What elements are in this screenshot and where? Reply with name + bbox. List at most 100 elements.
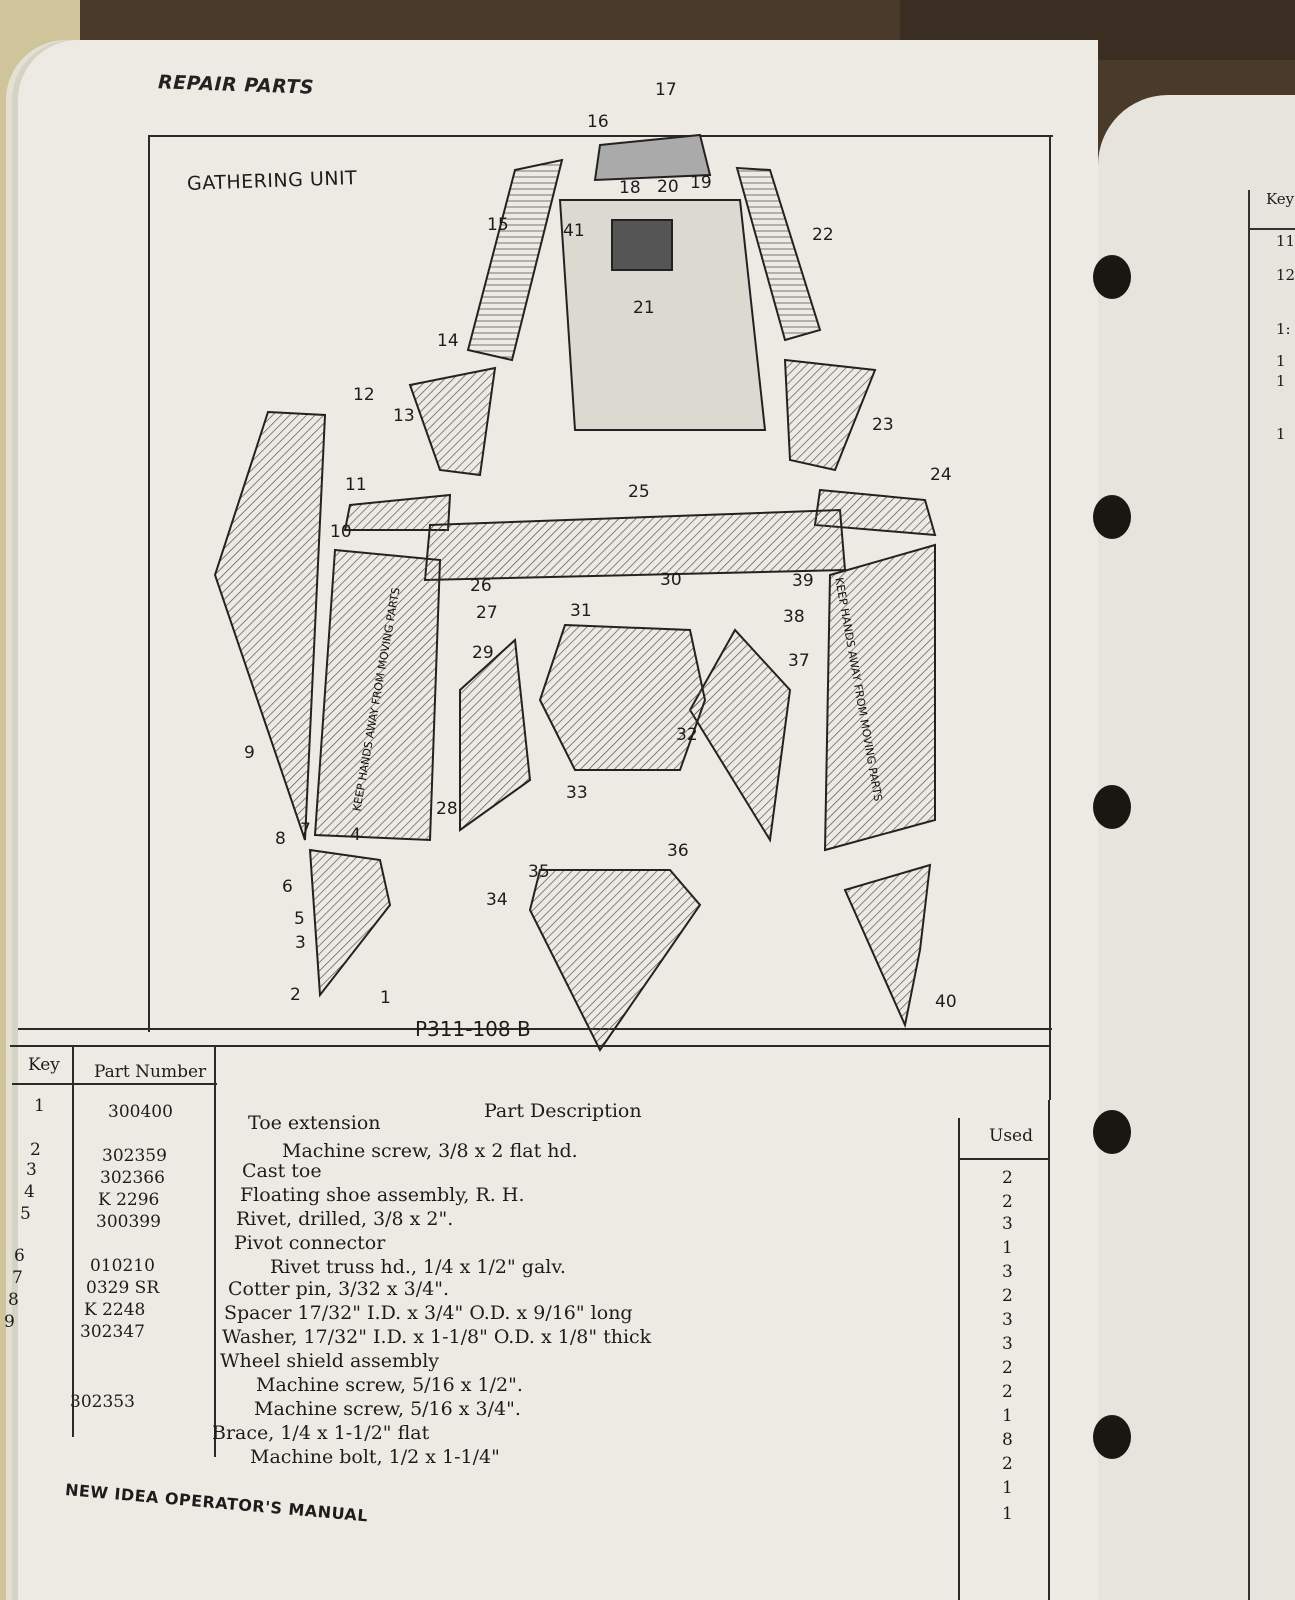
callout-34: 34: [486, 890, 508, 910]
callout-22: 22: [812, 225, 834, 245]
callout-12: 12: [353, 385, 375, 405]
row-key: 9: [4, 1312, 15, 1332]
callout-29: 29: [472, 643, 494, 663]
figure-frame-right: [1049, 135, 1051, 1100]
part-22-shield: [735, 166, 822, 342]
figure-frame-bottom: [18, 1028, 1052, 1030]
callout-21: 21: [633, 298, 655, 318]
row-used: 2: [1002, 1168, 1013, 1188]
table-col-rule: [1048, 1100, 1050, 1600]
part-39-divider-right: [823, 543, 936, 852]
row-used: 3: [1002, 1262, 1013, 1282]
figure-code: P311-108 B: [415, 1017, 531, 1041]
row-description: Wheel shield assembly: [220, 1350, 440, 1372]
row-description: Machine bolt, 1/2 x 1-1/4": [250, 1446, 500, 1468]
callout-7: 7: [300, 820, 311, 840]
facing-table: [1248, 190, 1295, 1600]
callout-2: 2: [290, 985, 301, 1005]
part-26-divider-left: [313, 548, 442, 842]
row-part-number: 302347: [80, 1322, 145, 1342]
table-header-key: Key: [28, 1055, 60, 1075]
callout-8: 8: [275, 829, 286, 849]
row-part-number: 300400: [108, 1102, 173, 1122]
row-used: 3: [1002, 1214, 1013, 1234]
row-description: Machine screw, 3/8 x 2 flat hd.: [282, 1140, 578, 1162]
callout-32: 32: [676, 725, 698, 745]
callout-27: 27: [476, 603, 498, 623]
callout-6: 6: [282, 877, 293, 897]
callout-30: 30: [660, 570, 682, 590]
row-used: 1: [1002, 1406, 1013, 1426]
part-40-toe-right: [843, 863, 932, 1029]
callout-37: 37: [788, 651, 810, 671]
part-13-shield-left: [408, 366, 497, 477]
row-part-number: 302366: [100, 1168, 165, 1188]
row-key: 7: [12, 1268, 23, 1288]
callout-13: 13: [393, 406, 415, 426]
callout-33: 33: [566, 783, 588, 803]
row-key: 8: [8, 1290, 19, 1310]
callout-40: 40: [935, 992, 957, 1012]
part-25-crossbar: [423, 508, 847, 582]
row-description: Spacer 17/32" I.D. x 3/4" O.D. x 9/16" l…: [224, 1302, 633, 1324]
callout-20: 20: [657, 177, 679, 197]
callout-1: 1: [380, 988, 391, 1008]
part-36-toe-center: [528, 869, 702, 1052]
row-part-number: K 2248: [84, 1300, 146, 1320]
callout-24: 24: [930, 465, 952, 485]
binder-hole: [1093, 495, 1131, 539]
part-3-toe-left: [308, 848, 392, 998]
binder-hole: [1093, 1110, 1131, 1154]
row-description: Cast toe: [242, 1160, 322, 1182]
callout-14: 14: [437, 331, 459, 351]
callout-17: 17: [655, 80, 677, 100]
facing-key: 12: [1276, 266, 1295, 284]
table-col-rule: [72, 1047, 74, 1437]
callout-4: 4: [350, 825, 361, 845]
row-key: 2: [30, 1140, 41, 1160]
callout-38: 38: [783, 607, 805, 627]
row-used: 2: [1002, 1286, 1013, 1306]
callout-10: 10: [330, 522, 352, 542]
part-23-shield-right: [783, 358, 877, 472]
part-16-cap: [593, 133, 712, 182]
row-description: Rivet, drilled, 3/8 x 2".: [236, 1208, 454, 1230]
row-key: 4: [24, 1182, 35, 1202]
row-key: 1: [34, 1096, 45, 1116]
binder-hole: [1093, 785, 1131, 829]
row-description: Brace, 1/4 x 1-1/2" flat: [212, 1422, 430, 1444]
callout-9: 9: [244, 743, 255, 763]
row-description: Machine screw, 5/16 x 1/2".: [256, 1374, 523, 1396]
facing-table-header: Key: [1248, 190, 1295, 230]
binder-hole: [1093, 1415, 1131, 1459]
row-part-number: 0329 SR: [86, 1278, 160, 1298]
facing-key: 11: [1276, 232, 1295, 250]
figure-frame: [148, 135, 1053, 1032]
callout-11: 11: [345, 475, 367, 495]
row-used: 2: [1002, 1382, 1013, 1402]
table-col-rule: [214, 1047, 216, 1457]
facing-key: 1: [1276, 352, 1286, 370]
facing-page: [1098, 95, 1295, 1600]
row-part-number: 300399: [96, 1212, 161, 1232]
row-used: 1: [1002, 1478, 1013, 1498]
callout-39: 39: [792, 571, 814, 591]
row-used: 1: [1002, 1504, 1013, 1524]
part-29-shield: [459, 637, 532, 832]
part-9-wheel-shield: [213, 410, 327, 841]
callout-5: 5: [294, 909, 305, 929]
callout-25: 25: [628, 482, 650, 502]
callout-19: 19: [690, 173, 712, 193]
callout-36: 36: [667, 841, 689, 861]
row-description: Rivet truss hd., 1/4 x 1/2" galv.: [270, 1256, 566, 1278]
row-used: 1: [1002, 1238, 1013, 1258]
row-part-number: 010210: [90, 1256, 155, 1276]
table-header-used: Used: [989, 1126, 1033, 1146]
callout-18: 18: [619, 178, 641, 198]
row-description: Pivot connector: [234, 1232, 386, 1254]
row-part-number: K 2296: [98, 1190, 160, 1210]
row-key: 5: [20, 1204, 31, 1224]
row-description: Machine screw, 5/16 x 3/4".: [254, 1398, 521, 1420]
callout-28: 28: [436, 799, 458, 819]
